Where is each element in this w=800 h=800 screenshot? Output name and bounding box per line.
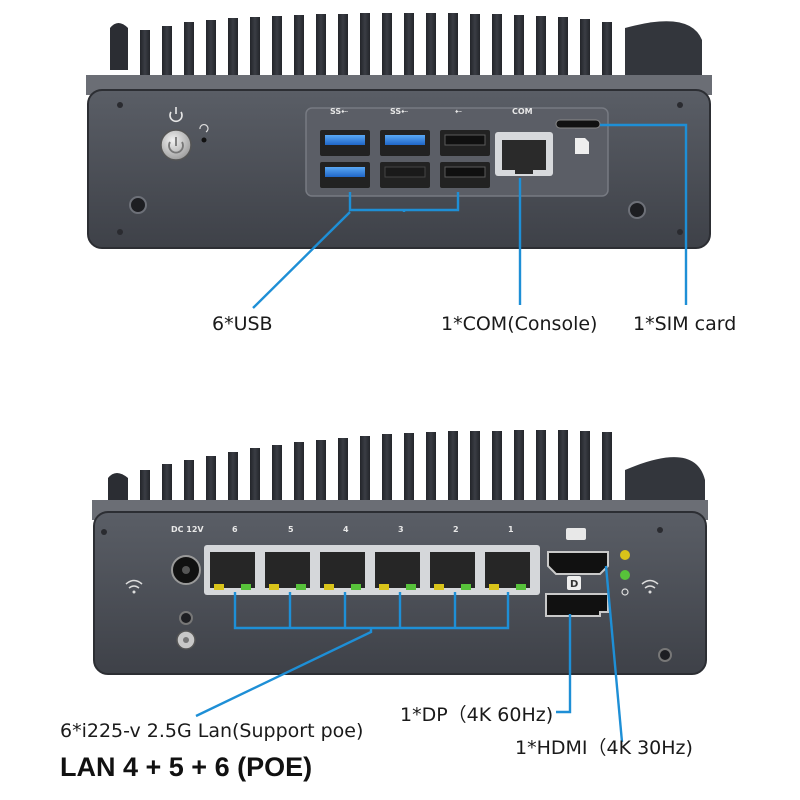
displayport-icon: D	[567, 576, 581, 590]
displayport-port	[545, 593, 609, 617]
usb-port-group	[320, 130, 490, 188]
ground-screw-icon	[176, 630, 196, 650]
power-button-icon	[160, 107, 209, 161]
lan-port-row	[210, 552, 530, 590]
network-icon: 6	[232, 525, 238, 534]
com-callout-label: 1*COM(Console)	[441, 313, 598, 335]
hdmi-callout-label: 1*HDMI（4K 30Hz)	[515, 737, 693, 759]
heatsink-fins-top	[110, 13, 702, 80]
status-leds	[620, 550, 630, 596]
usb2-label: ⇠	[455, 107, 462, 116]
hdmi-logo	[566, 528, 586, 540]
usb-callout-label: 6*USB	[212, 313, 273, 335]
lan-number-labels: 6 5 4 3 2 1	[232, 525, 514, 534]
lan-label-1: 1	[508, 525, 514, 534]
dp-callout-label: 1*DP（4K 60Hz)	[400, 704, 554, 726]
dc-label: DC 12V	[171, 525, 204, 534]
lan-callout-line	[195, 592, 510, 718]
usb3-label-1: SS⇠	[330, 107, 348, 116]
sim-callout-line	[600, 123, 688, 305]
lan-label-5: 5	[288, 525, 294, 534]
lan-label-3: 3	[398, 525, 404, 534]
top-device: SS⇠ SS⇠ ⇠ COM	[86, 13, 712, 309]
lan-callout-label: 6*i225-v 2.5G Lan(Support poe)	[60, 720, 364, 742]
bottom-device: DC 12V 6 5 4 3 2 1	[92, 430, 708, 743]
hdmi-callout-line	[604, 565, 624, 743]
hdmi-port	[547, 551, 609, 575]
dp-callout-line	[556, 614, 572, 714]
svg-text:D: D	[570, 579, 578, 590]
dc-power-jack: DC 12V	[171, 525, 204, 585]
usb3-label-2: SS⇠	[390, 107, 408, 116]
com-port	[495, 132, 553, 176]
poe-note: LAN 4 + 5 + 6 (POE)	[60, 752, 313, 782]
lan-label-2: 2	[453, 525, 459, 534]
lan-label-4: 4	[343, 525, 349, 534]
wifi-antenna-icon	[125, 579, 659, 594]
com-label: COM	[512, 107, 533, 116]
sim-callout-label: 1*SIM card	[633, 313, 737, 335]
sim-card-icon	[555, 119, 601, 154]
usb-callout-line	[252, 192, 460, 309]
